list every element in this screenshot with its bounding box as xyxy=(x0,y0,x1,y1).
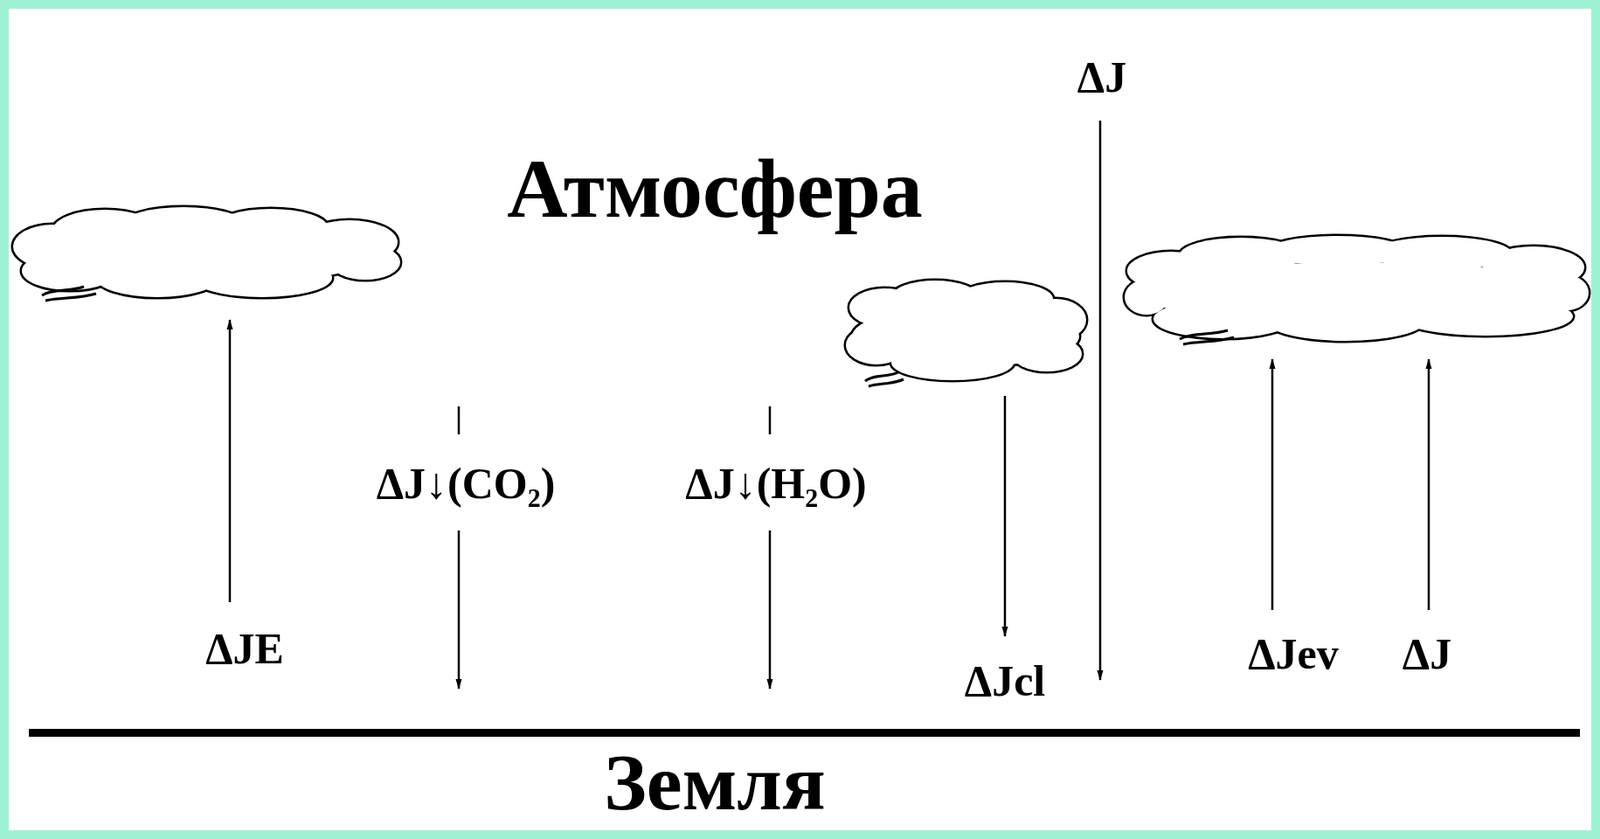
flux-arrow xyxy=(1271,359,1275,610)
region-label: Земля xyxy=(603,738,825,827)
flux-arrow xyxy=(457,530,461,689)
flux-label: ΔJev xyxy=(1247,630,1339,679)
flux-arrow xyxy=(228,319,232,603)
flux-arrow xyxy=(457,406,461,435)
cloud xyxy=(845,280,1087,387)
flux-label: ΔJ↓(H₂O) xyxy=(685,459,866,508)
flux-label: ΔJ↓(CO₂) xyxy=(376,459,556,508)
ground-line xyxy=(28,728,1580,737)
cloud xyxy=(13,207,401,301)
flux-arrow xyxy=(1099,120,1102,680)
background-panel xyxy=(8,8,1592,831)
flux-label: ΔJE xyxy=(205,624,284,673)
region-label: Атмосфера xyxy=(506,142,923,236)
flux-label: ΔJ xyxy=(1077,53,1127,102)
flux-arrow xyxy=(768,406,772,435)
cloud xyxy=(1124,235,1589,345)
flux-label: ΔJcl xyxy=(964,657,1046,706)
flux-arrow xyxy=(768,530,772,689)
flux-label: ΔJ xyxy=(1402,630,1452,679)
flux-arrow xyxy=(1427,359,1431,610)
flux-arrow xyxy=(1004,395,1007,637)
